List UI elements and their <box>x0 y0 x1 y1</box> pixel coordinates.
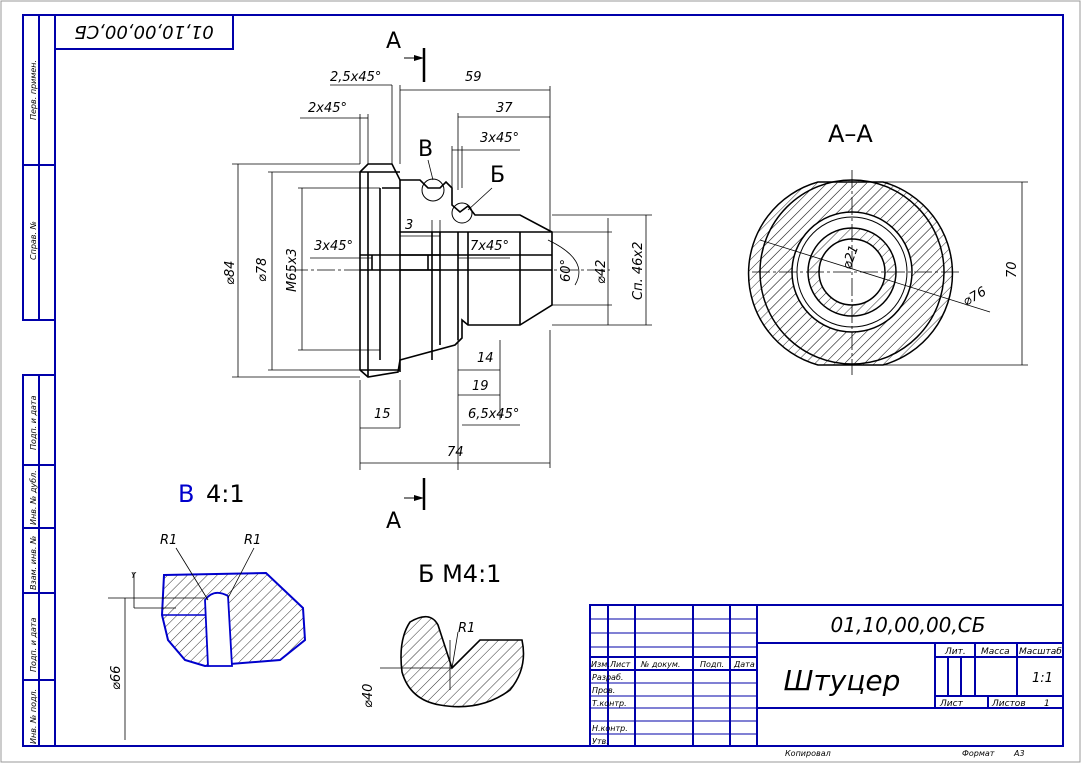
detail-view-b: Б М4:1 R1 ⌀40 <box>361 560 525 708</box>
section-a-a: А–А ⌀21 70 ⌀76 <box>747 120 1028 375</box>
row-utv: Утв. <box>592 737 609 746</box>
title-sheets-value: 1 <box>1044 699 1050 709</box>
dim-r1-left: R1 <box>160 533 177 548</box>
dim-m65: М65х3 <box>285 248 300 292</box>
dim-19: 19 <box>472 379 489 394</box>
side-label-podl: Инв. № подл. <box>29 689 38 744</box>
dim-7x45: 7х45° <box>470 239 509 254</box>
dim-59: 59 <box>465 70 482 85</box>
dim-40: ⌀40 <box>361 684 376 708</box>
dim-r1-b: R1 <box>458 621 475 636</box>
side-label-sprav: Справ. № <box>29 221 38 260</box>
format-label: Формат <box>962 749 995 758</box>
side-label-vzam: Взам. инв. № <box>29 536 38 590</box>
title-name: Штуцер <box>784 664 901 697</box>
detail-b-title: Б М4:1 <box>418 560 501 588</box>
dim-78: ⌀78 <box>255 258 270 282</box>
top-stamp-text: 01,10,00,00,СБ <box>74 21 213 42</box>
detail-v-scale: 4:1 <box>206 480 245 508</box>
title-sheet: Лист <box>939 699 964 709</box>
dim-3: 3 <box>405 218 413 233</box>
callout-v-letter: В <box>418 137 433 162</box>
section-title: А–А <box>828 120 873 148</box>
dim-3x45-left: 3х45° <box>314 239 353 254</box>
main-part-view: А А <box>223 29 652 534</box>
title-scale-label: Масштаб <box>1019 647 1062 657</box>
section-marker-top: А <box>386 29 401 54</box>
side-label-perv: Перв. примен. <box>29 60 38 120</box>
col-list: Лист <box>609 660 631 669</box>
callout-b-letter: Б <box>490 163 505 188</box>
copied-label: Копировал <box>785 749 831 758</box>
dim-15: 15 <box>374 407 391 422</box>
dim-60: 60° <box>559 259 574 282</box>
dim-84: ⌀84 <box>223 261 238 285</box>
title-lit: Лит. <box>944 647 966 657</box>
dim-2-5x45: 2,5х45° <box>330 70 381 85</box>
side-strip <box>22 14 56 747</box>
detail-view-v: В 4:1 R1 R1 Y ⌀66 <box>108 480 307 740</box>
title-sheets: Листов <box>991 699 1026 709</box>
row-tkontr: Т.контр. <box>592 699 627 708</box>
side-label-podp1: Подп. и дата <box>29 395 38 450</box>
dim-3x45-top: 3х45° <box>480 131 519 146</box>
col-doc: № докум. <box>640 660 680 669</box>
dim-6-5x45: 6,5х45° <box>468 407 519 422</box>
dim-42: ⌀42 <box>594 260 609 284</box>
dim-y: Y <box>131 571 137 580</box>
col-sign: Подп. <box>700 660 724 669</box>
section-marker-bottom: А <box>386 509 401 534</box>
top-stamp-box <box>54 14 234 50</box>
dim-70: 70 <box>1005 261 1020 278</box>
side-label-podp2: Подп. и дата <box>29 617 38 672</box>
dim-66: ⌀66 <box>109 666 124 690</box>
dim-14: 14 <box>477 351 494 366</box>
dim-r1-right: R1 <box>244 533 261 548</box>
dim-74: 74 <box>447 445 464 460</box>
title-mass: Масса <box>981 647 1010 657</box>
row-prov: Пров. <box>592 686 615 695</box>
row-nkontr: Н.контр. <box>592 724 628 733</box>
row-razrab: Разраб. <box>592 673 623 682</box>
title-designation: 01,10,00,00,СБ <box>831 613 986 637</box>
col-date: Дата <box>733 660 755 669</box>
detail-v-letter: В <box>178 480 194 508</box>
dim-76: ⌀76 <box>961 284 990 309</box>
dim-37: 37 <box>496 101 513 116</box>
format-value: А3 <box>1013 749 1025 758</box>
dim-sp46: Сп. 46х2 <box>631 242 646 300</box>
title-block <box>589 604 1064 747</box>
dim-2x45: 2х45° <box>308 101 347 116</box>
col-izm: Изм. <box>591 660 610 669</box>
side-label-dubl: Инв. № дубл. <box>29 470 38 525</box>
title-scale-value: 1:1 <box>1032 671 1053 686</box>
